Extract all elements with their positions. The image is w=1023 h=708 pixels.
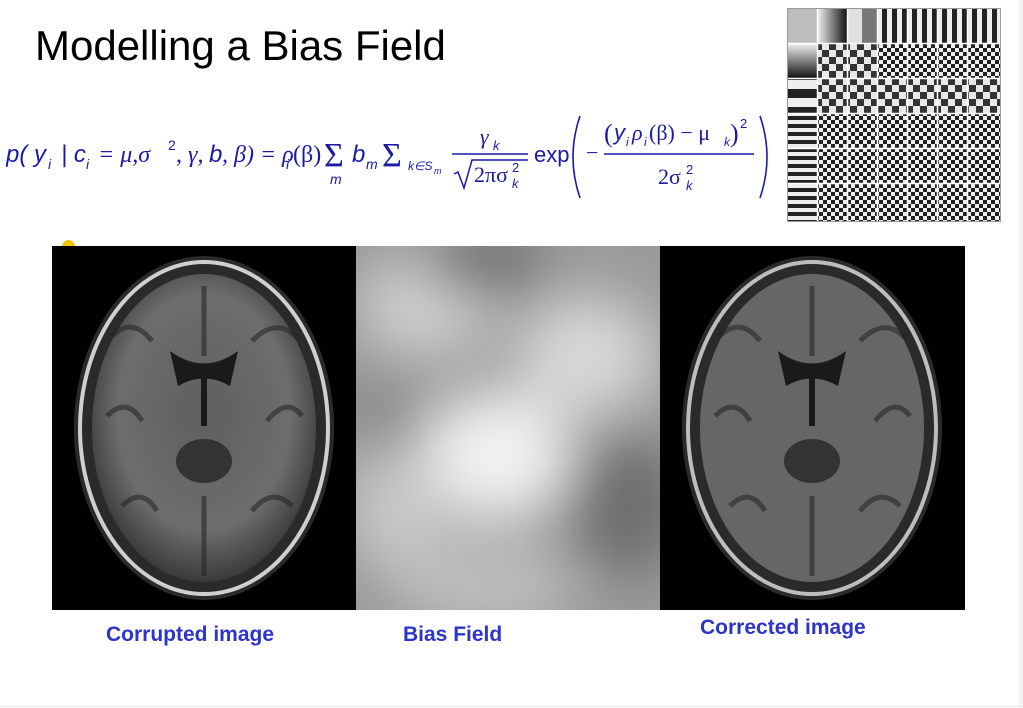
svg-text:y: y: [32, 141, 48, 168]
svg-text:i: i: [286, 156, 290, 172]
svg-text:γ: γ: [480, 124, 490, 149]
svg-text:m: m: [434, 166, 442, 176]
svg-text:k: k: [493, 138, 501, 153]
svg-text:i: i: [86, 156, 90, 172]
caption-corrected-image: Corrected image: [700, 616, 866, 639]
svg-text:Σ: Σ: [382, 137, 402, 174]
svg-text:(β) − μ: (β) − μ: [649, 120, 710, 145]
caption-corrupted-image: Corrupted image: [106, 623, 275, 646]
svg-text:m: m: [330, 171, 342, 187]
svg-text:b: b: [352, 141, 365, 168]
svg-text:): ): [730, 119, 739, 148]
svg-text:k: k: [686, 178, 694, 193]
svg-text:y: y: [612, 120, 627, 145]
svg-text:−: −: [586, 140, 598, 165]
svg-text:m: m: [366, 156, 378, 172]
right-edge-border: [1019, 0, 1023, 708]
svg-text:i: i: [48, 156, 52, 172]
slide-title: Modelling a Bias Field: [35, 22, 446, 69]
svg-text:| c: | c: [61, 141, 86, 168]
bias-field-image: [356, 246, 660, 610]
svg-text:i: i: [644, 135, 647, 149]
bottom-divider: [0, 706, 1023, 707]
dct-basis-grid-image: [787, 8, 1001, 222]
svg-text:p(: p(: [6, 141, 30, 168]
corrupted-image: [52, 246, 356, 610]
svg-text:= μ,σ: = μ,σ: [98, 142, 151, 168]
svg-text:2: 2: [512, 160, 519, 175]
svg-text:i: i: [626, 135, 629, 149]
svg-text:k: k: [512, 176, 520, 191]
svg-text:2πσ: 2πσ: [474, 162, 508, 187]
svg-text:, β) = ρ: , β) = ρ: [222, 142, 294, 168]
corrected-image: [660, 246, 965, 610]
svg-text:(: (: [604, 119, 613, 148]
svg-text:(β): (β): [293, 142, 321, 168]
svg-text:exp: exp: [534, 142, 569, 167]
svg-text:k∈S: k∈S: [408, 159, 432, 173]
svg-text:ρ: ρ: [631, 120, 643, 145]
svg-text:2σ: 2σ: [658, 164, 681, 189]
svg-text:b: b: [209, 141, 222, 168]
svg-text:2: 2: [740, 116, 747, 131]
svg-text:2: 2: [686, 162, 693, 177]
svg-text:k: k: [724, 135, 731, 149]
svg-text:, γ,: , γ,: [176, 142, 203, 168]
svg-text:2: 2: [168, 137, 176, 153]
caption-bias-field: Bias Field: [403, 623, 503, 646]
bias-field-equation: p( y i | c i = μ,σ 2 , γ, b , β) = ρ i (…: [6, 115, 768, 199]
svg-text:Σ: Σ: [324, 137, 344, 174]
